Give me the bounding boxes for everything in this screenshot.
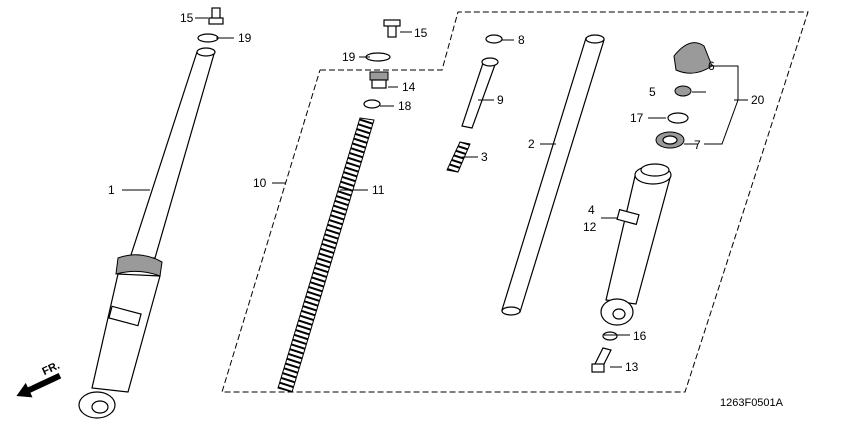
callout-13: 13 (625, 360, 639, 374)
leader-lines (122, 17, 748, 368)
socket-bolt-13 (591, 347, 612, 373)
fork-leg-left (78, 47, 216, 419)
callout-16: 16 (633, 329, 647, 343)
callout-4: 4 (588, 203, 595, 217)
callout-8: 8 (518, 33, 525, 47)
diagram-code: 1263F0501A (720, 397, 784, 409)
plug-14 (369, 71, 389, 89)
callout-20: 20 (751, 93, 765, 107)
bolt-15-left (208, 7, 224, 25)
washer-19-left (197, 33, 219, 43)
callout-9: 9 (497, 93, 504, 107)
damper-piston-9 (461, 57, 499, 129)
fork-pipe-2 (501, 34, 605, 316)
callout-10: 10 (253, 176, 267, 190)
oil-seal-7 (655, 131, 685, 149)
callout-15-center: 15 (414, 26, 428, 40)
clip-8 (485, 34, 503, 44)
callout-6: 6 (708, 59, 715, 73)
callout-14: 14 (402, 80, 416, 94)
callout-15-left: 15 (180, 11, 194, 25)
assembly-boundary (221, 11, 809, 393)
callout-11: 11 (372, 183, 385, 197)
bolt-15-center (383, 19, 401, 38)
callout-3: 3 (481, 150, 488, 164)
bushing-5 (674, 85, 692, 97)
callout-1: 1 (108, 183, 115, 197)
washer-16 (602, 331, 618, 341)
o-ring-18 (363, 99, 381, 109)
dust-seal-6 (673, 42, 713, 74)
callout-17: 17 (630, 111, 644, 125)
callout-7: 7 (694, 138, 701, 152)
rebound-spring-3 (446, 141, 471, 173)
fork-slider-right (600, 163, 672, 326)
callout-12: 12 (583, 220, 597, 234)
callout-5: 5 (649, 85, 656, 99)
callout-19-center: 19 (342, 50, 356, 64)
front-direction-arrow: FR. (16, 360, 62, 398)
callout-19-left: 19 (238, 31, 252, 45)
stopper-ring-17 (667, 112, 689, 124)
callout-18: 18 (398, 99, 412, 113)
callout-2: 2 (528, 137, 535, 151)
fork-spring-11 (277, 117, 375, 393)
